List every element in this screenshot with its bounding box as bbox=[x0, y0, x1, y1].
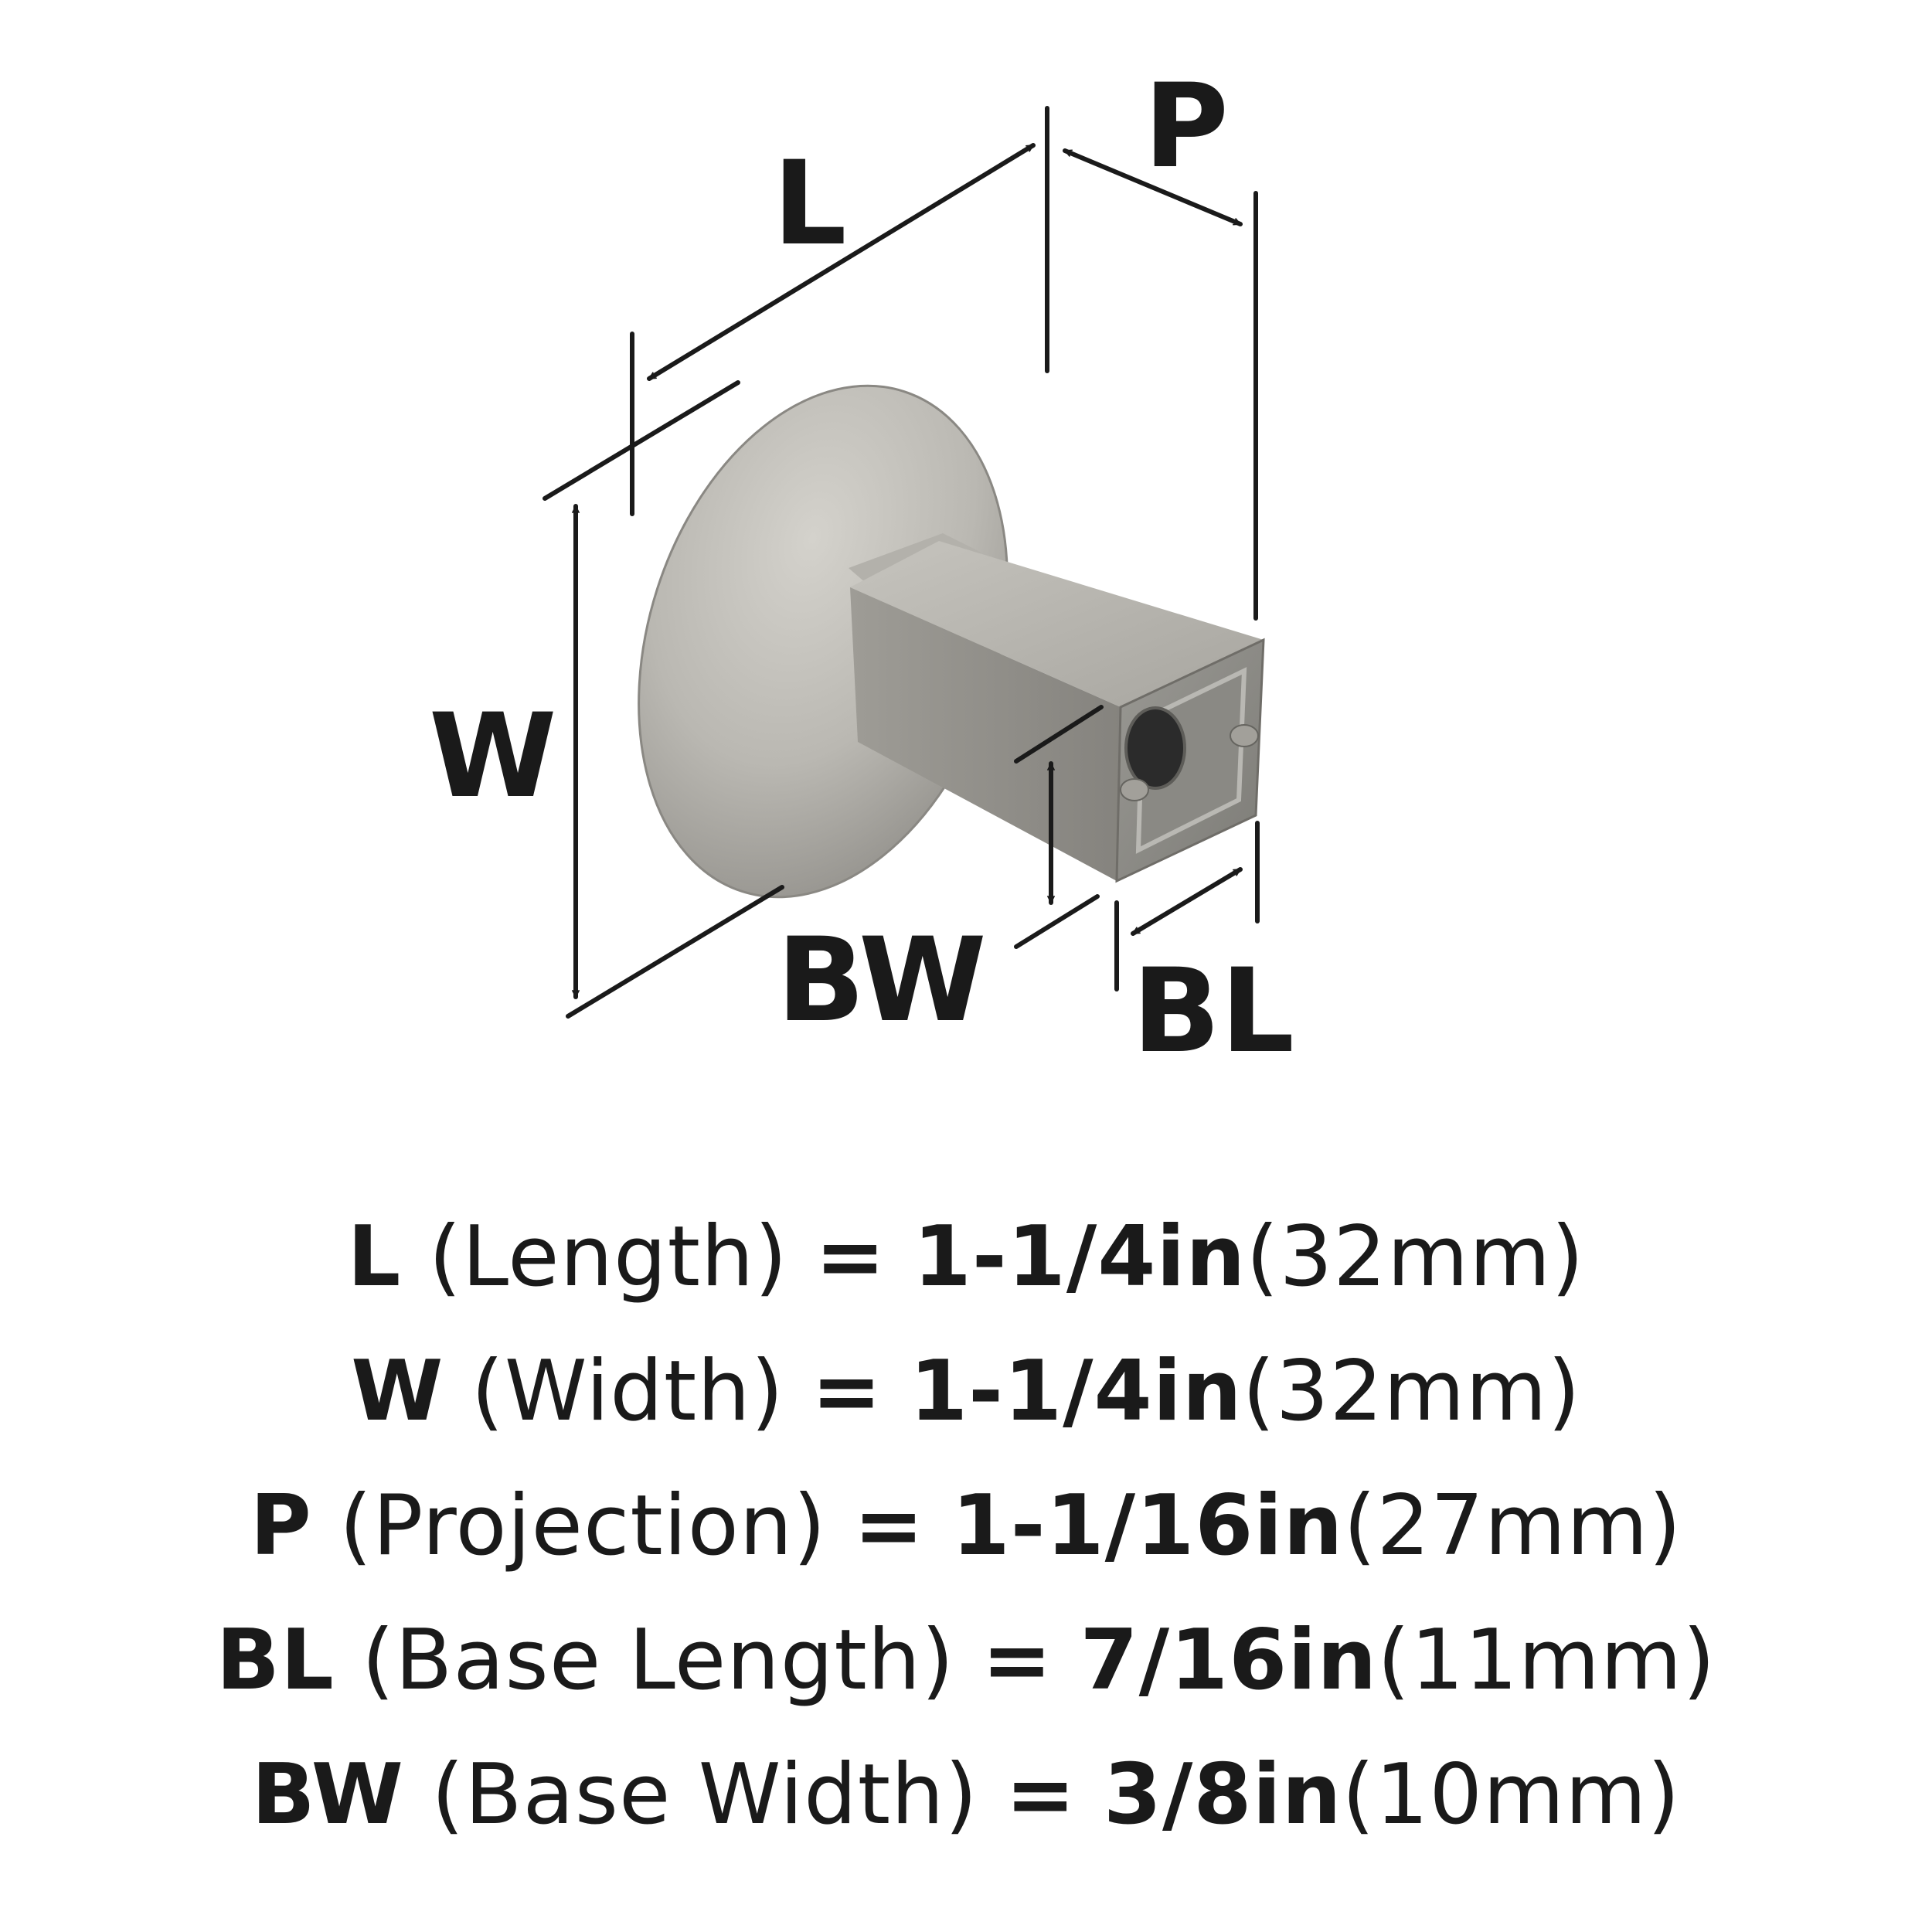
spec-metric: (27mm) bbox=[1343, 1478, 1682, 1574]
spec-row-projection: P (Projection) = 1-1/16in(27mm) bbox=[250, 1459, 1682, 1594]
dimension-label-length: L bbox=[773, 137, 847, 271]
spec-row-base-width: BW (Base Width) = 3/8in(10mm) bbox=[251, 1728, 1680, 1862]
spec-equals: = bbox=[1005, 1747, 1077, 1843]
spec-name: (Length) bbox=[428, 1209, 788, 1305]
knob-illustration bbox=[638, 384, 1265, 899]
spec-code: L bbox=[347, 1209, 402, 1305]
spec-name: (Base Width) bbox=[431, 1747, 978, 1843]
spec-name: (Base Length) bbox=[362, 1612, 955, 1709]
spec-equals: = bbox=[815, 1209, 886, 1305]
spec-code: BL bbox=[216, 1612, 335, 1709]
spec-metric: (32mm) bbox=[1242, 1343, 1581, 1440]
dimension-label-base-width: BW bbox=[777, 913, 987, 1048]
spec-imperial: 1-1/4in bbox=[913, 1209, 1247, 1305]
spec-name: (Projection) bbox=[339, 1478, 827, 1574]
spec-row-base-length: BL (Base Length) = 7/16in(11mm) bbox=[216, 1594, 1716, 1728]
dimension-lines bbox=[543, 106, 1260, 1019]
dimension-spec-list: L (Length) = 1-1/4in(32mm) W (Width) = 1… bbox=[0, 1190, 1932, 1862]
spec-code: P bbox=[250, 1478, 312, 1574]
alignment-pin-upper bbox=[1230, 724, 1259, 747]
spec-code: W bbox=[351, 1343, 444, 1440]
spec-name: (Width) bbox=[471, 1343, 784, 1440]
stem-top-face bbox=[850, 541, 1264, 707]
spec-imperial: 7/16in bbox=[1080, 1612, 1378, 1709]
dimension-arrow-projection bbox=[1063, 148, 1243, 226]
knob-dimension-diagram: L P W BW BL bbox=[429, 60, 1294, 1079]
spec-imperial: 1-1/16in bbox=[951, 1478, 1344, 1574]
spec-code: BW bbox=[251, 1747, 404, 1843]
spec-imperial: 3/8in bbox=[1103, 1747, 1342, 1843]
dimension-arrow-length bbox=[647, 143, 1036, 381]
spec-equals: = bbox=[811, 1343, 883, 1440]
spec-row-width: W (Width) = 1-1/4in(32mm) bbox=[351, 1325, 1580, 1459]
dimension-label-projection: P bbox=[1144, 60, 1229, 194]
spec-metric: (11mm) bbox=[1377, 1612, 1716, 1709]
dimension-label-width: W bbox=[429, 689, 556, 824]
screw-hole bbox=[1124, 706, 1186, 790]
dimension-arrow-base-length bbox=[1131, 867, 1243, 936]
dimension-label-base-length: BL bbox=[1132, 944, 1294, 1079]
spec-imperial: 1-1/4in bbox=[909, 1343, 1243, 1440]
spec-equals: = bbox=[981, 1612, 1053, 1709]
spec-row-length: L (Length) = 1-1/4in(32mm) bbox=[348, 1190, 1585, 1325]
alignment-pin-lower bbox=[1120, 778, 1149, 801]
spec-metric: (32mm) bbox=[1246, 1209, 1585, 1305]
spec-equals: = bbox=[853, 1478, 925, 1574]
spec-metric: (10mm) bbox=[1342, 1747, 1681, 1843]
